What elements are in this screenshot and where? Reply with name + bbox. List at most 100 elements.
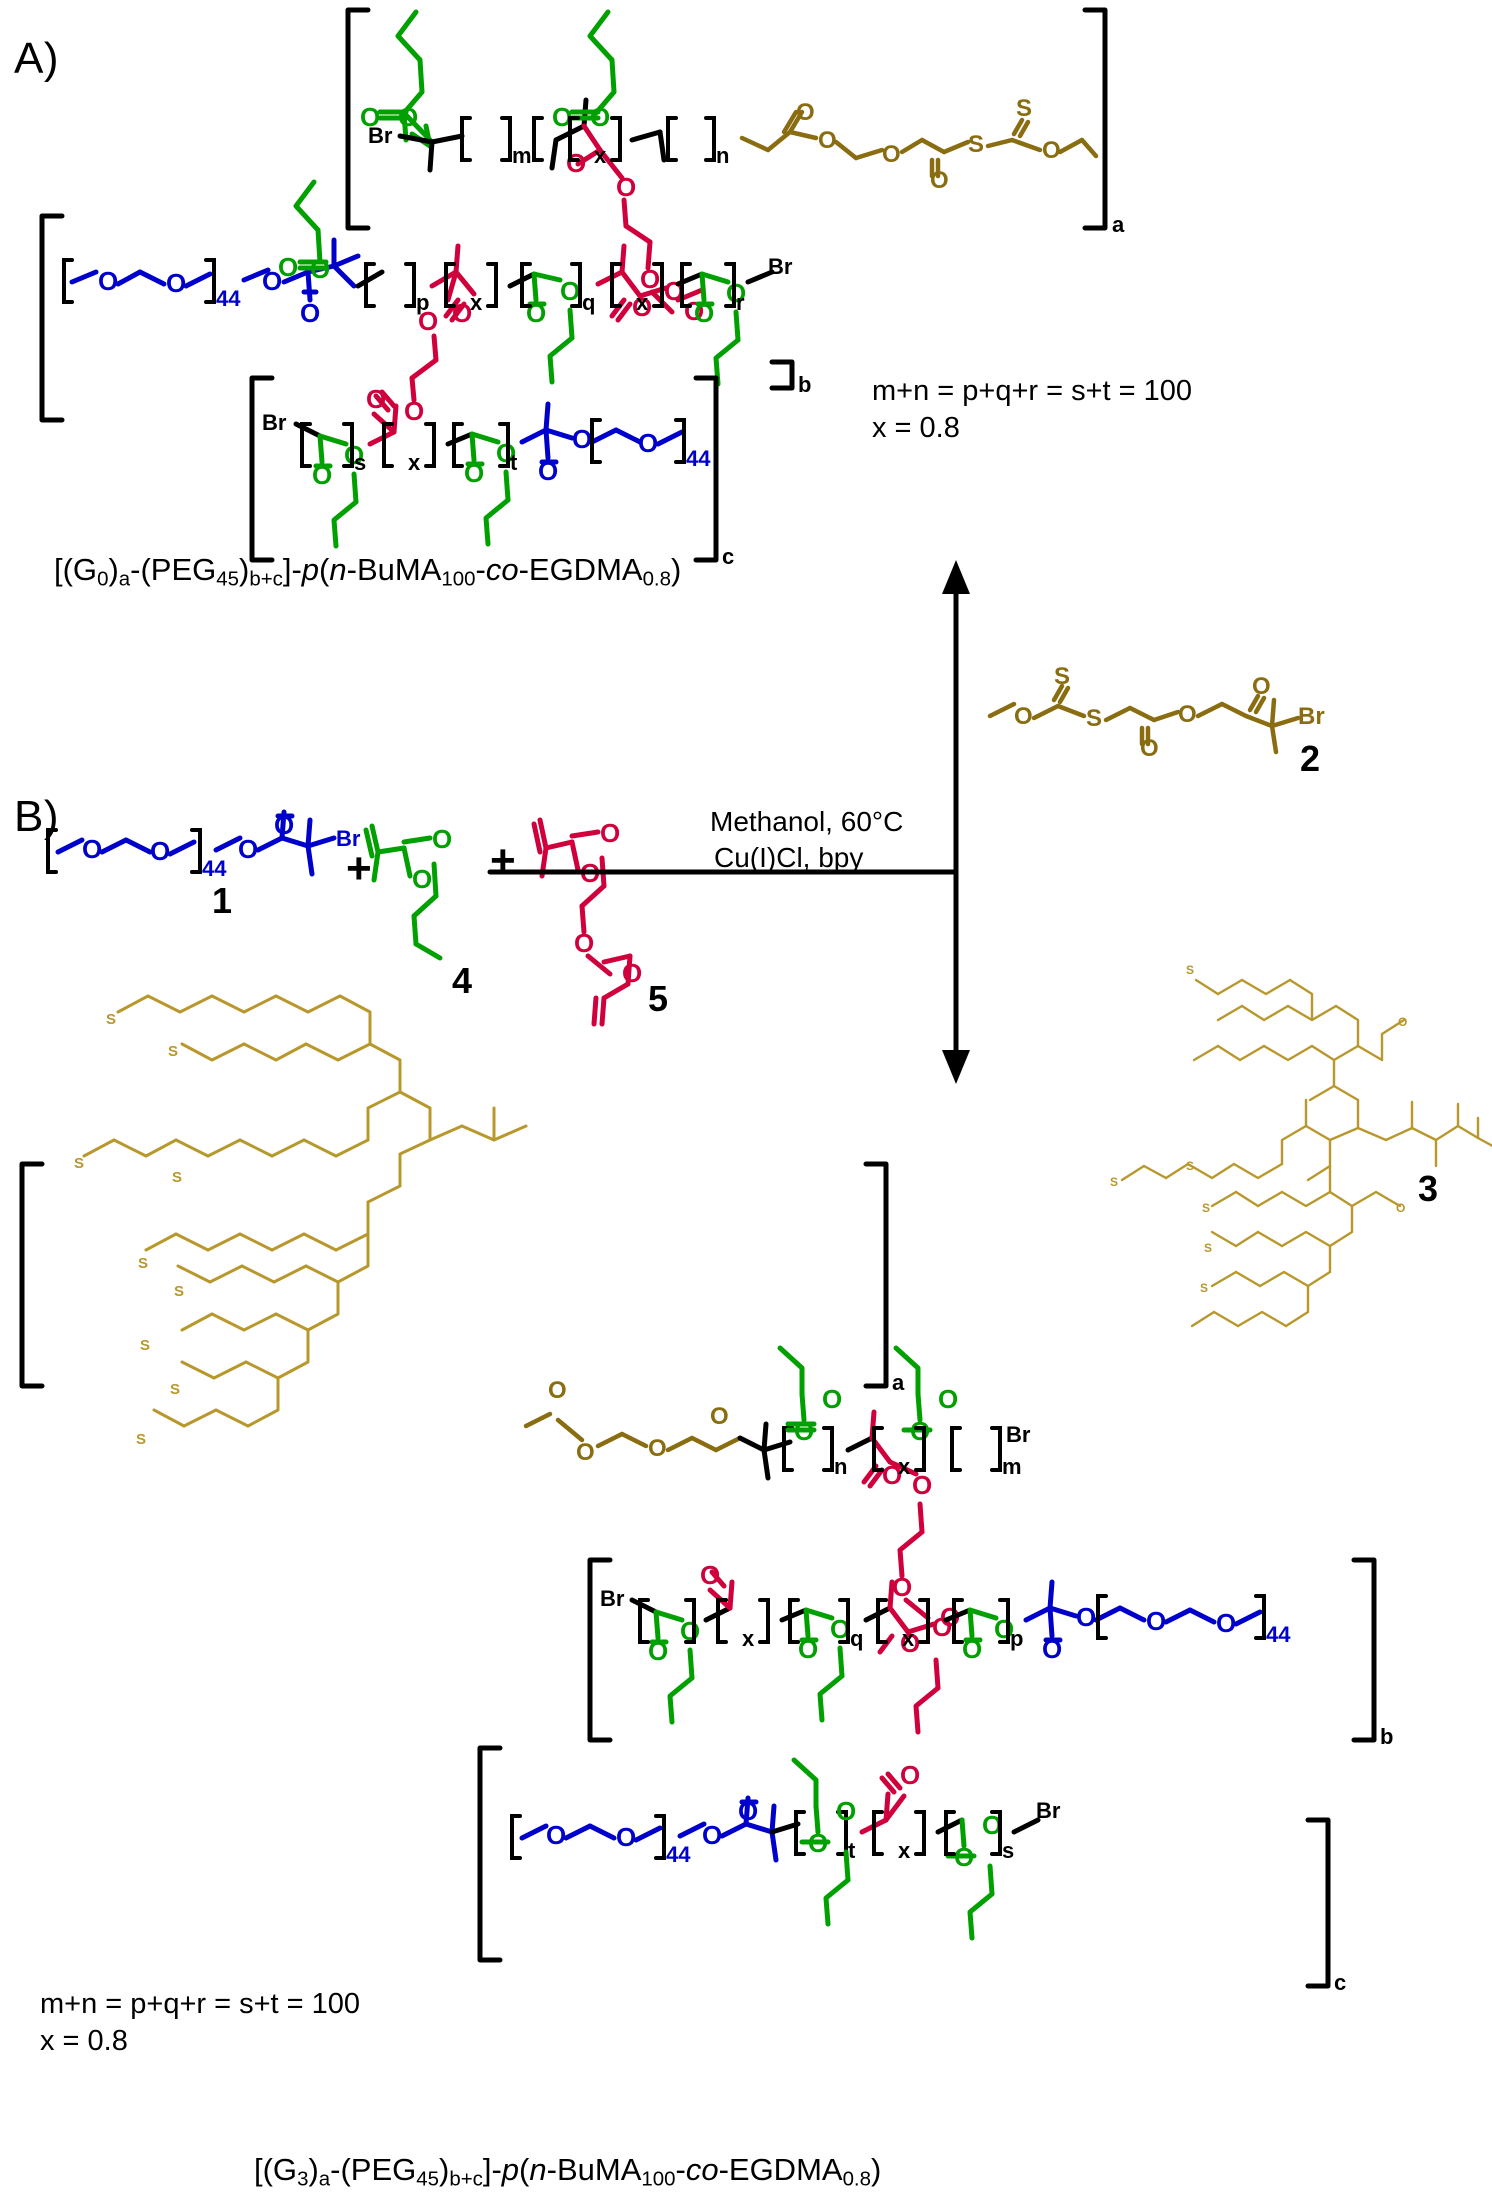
svg-text:S: S (1086, 705, 1102, 732)
svg-text:x: x (636, 290, 649, 315)
reagent-number-3: 3 (1418, 1168, 1439, 1209)
svg-text:x: x (470, 290, 483, 315)
svg-text:O: O (1146, 1606, 1166, 1636)
svg-text:O: O (560, 276, 580, 306)
plus-sign-1: + (346, 844, 372, 893)
svg-text:O: O (900, 1628, 920, 1658)
svg-text:S: S (172, 1169, 182, 1186)
svg-text:O: O (1398, 1015, 1407, 1029)
svg-text:S: S (1186, 963, 1194, 977)
svg-text:O: O (344, 440, 364, 470)
svg-text:Br: Br (600, 1586, 625, 1611)
svg-text:m: m (512, 143, 532, 168)
nomen-a-mid5: ( (319, 552, 330, 587)
nomen-a-gen: 0 (97, 567, 109, 591)
nomen-b-co: co (685, 2152, 719, 2187)
svg-text:Br: Br (368, 123, 393, 148)
svg-text:Br: Br (336, 826, 361, 851)
nomen-b-sub-a: a (318, 2167, 331, 2191)
svg-text:x: x (898, 1838, 911, 1863)
svg-text:S: S (1110, 1175, 1118, 1189)
svg-text:O: O (616, 1822, 636, 1852)
nomen-b-sub-bc: b+c (449, 2167, 483, 2191)
svg-text:O: O (262, 266, 282, 296)
svg-text:O: O (166, 268, 186, 298)
nomen-a-eg: 0.8 (642, 567, 671, 591)
nomen-b-mid1: ) (308, 2152, 319, 2187)
nomen-a-mid7: - (475, 552, 486, 587)
svg-text:O: O (638, 428, 658, 458)
svg-text:Br: Br (768, 254, 793, 279)
svg-text:x: x (898, 1454, 911, 1479)
svg-text:m: m (1002, 1454, 1022, 1479)
svg-text:S: S (1016, 95, 1032, 122)
nomen-b-mid3: ) (439, 2152, 450, 2187)
svg-text:S: S (136, 1431, 146, 1448)
svg-text:S: S (1204, 1241, 1212, 1255)
nomen-b-mid5: ( (519, 2152, 530, 2187)
svg-text:S: S (174, 1283, 184, 1300)
nomen-b-suffix: ) (870, 2152, 882, 2187)
svg-text:O: O (300, 298, 320, 328)
nomen-a-mid1: ) (108, 552, 119, 587)
svg-text:p: p (416, 290, 429, 315)
svg-text:O: O (882, 141, 901, 168)
svg-text:S: S (1202, 1201, 1210, 1215)
svg-text:x: x (742, 1626, 755, 1651)
nomen-b-p: p (501, 2152, 520, 2187)
nomen-a-co: co (485, 552, 519, 587)
svg-text:S: S (1200, 1281, 1208, 1295)
svg-text:q: q (850, 1626, 863, 1651)
svg-text:O: O (1396, 1201, 1405, 1215)
reagent-number-4: 4 (452, 960, 473, 1001)
stoichiometry-a-line2: x = 0.8 (872, 412, 960, 444)
svg-text:S: S (1186, 1159, 1194, 1173)
nomen-a-peg: 45 (216, 567, 239, 591)
svg-text:O: O (360, 102, 380, 132)
nomen-b-gen: 3 (297, 2167, 309, 2191)
reagent-number-5: 5 (648, 978, 669, 1019)
nomen-a-sub-a: a (118, 567, 131, 591)
svg-text:O: O (648, 1435, 667, 1462)
svg-text:O: O (726, 278, 746, 308)
svg-text:O: O (150, 836, 170, 866)
svg-text:O: O (640, 264, 660, 294)
svg-text:O: O (710, 1403, 729, 1430)
svg-text:O: O (1042, 137, 1061, 164)
svg-text:c: c (1334, 1970, 1346, 1995)
svg-text:x: x (408, 450, 421, 475)
svg-text:O: O (912, 1470, 932, 1500)
nomen-b-mid4: ]- (482, 2152, 502, 2187)
svg-text:S: S (138, 1255, 148, 1272)
svg-text:O: O (1014, 703, 1033, 730)
svg-text:a: a (1112, 212, 1125, 237)
svg-text:O: O (818, 127, 837, 154)
svg-text:O: O (892, 1572, 912, 1602)
svg-text:S: S (968, 131, 984, 158)
nomen-a-p: p (301, 552, 320, 587)
nomen-a-mid2: -(PEG (130, 552, 217, 587)
svg-text:O: O (836, 1796, 856, 1826)
svg-text:O: O (700, 1560, 720, 1590)
svg-text:44: 44 (216, 286, 241, 311)
stoichiometry-b-line1: m+n = p+q+r = s+t = 100 (40, 1988, 361, 2020)
svg-text:O: O (574, 928, 594, 958)
svg-text:q: q (582, 290, 595, 315)
nomen-a-prefix: [(G (54, 552, 98, 587)
svg-text:O: O (82, 834, 102, 864)
svg-text:O: O (546, 1820, 566, 1850)
svg-text:c: c (722, 544, 734, 569)
svg-text:O: O (418, 306, 438, 336)
svg-text:O: O (576, 1439, 595, 1466)
nomen-a-suffix: ) (670, 552, 682, 587)
svg-text:O: O (1178, 701, 1197, 728)
svg-text:O: O (930, 167, 949, 194)
plus-sign-2: + (490, 836, 516, 885)
product-name-a: [(G0)a-(PEG45)b+c]-p(n-BuMA100-co-EGDMA0… (54, 552, 681, 592)
svg-text:S: S (168, 1043, 178, 1060)
nomen-a-mid8: -EGDMA (518, 552, 643, 587)
svg-text:O: O (1076, 1602, 1096, 1632)
reagent-number-2: 2 (1300, 738, 1321, 779)
svg-text:O: O (900, 1760, 920, 1790)
